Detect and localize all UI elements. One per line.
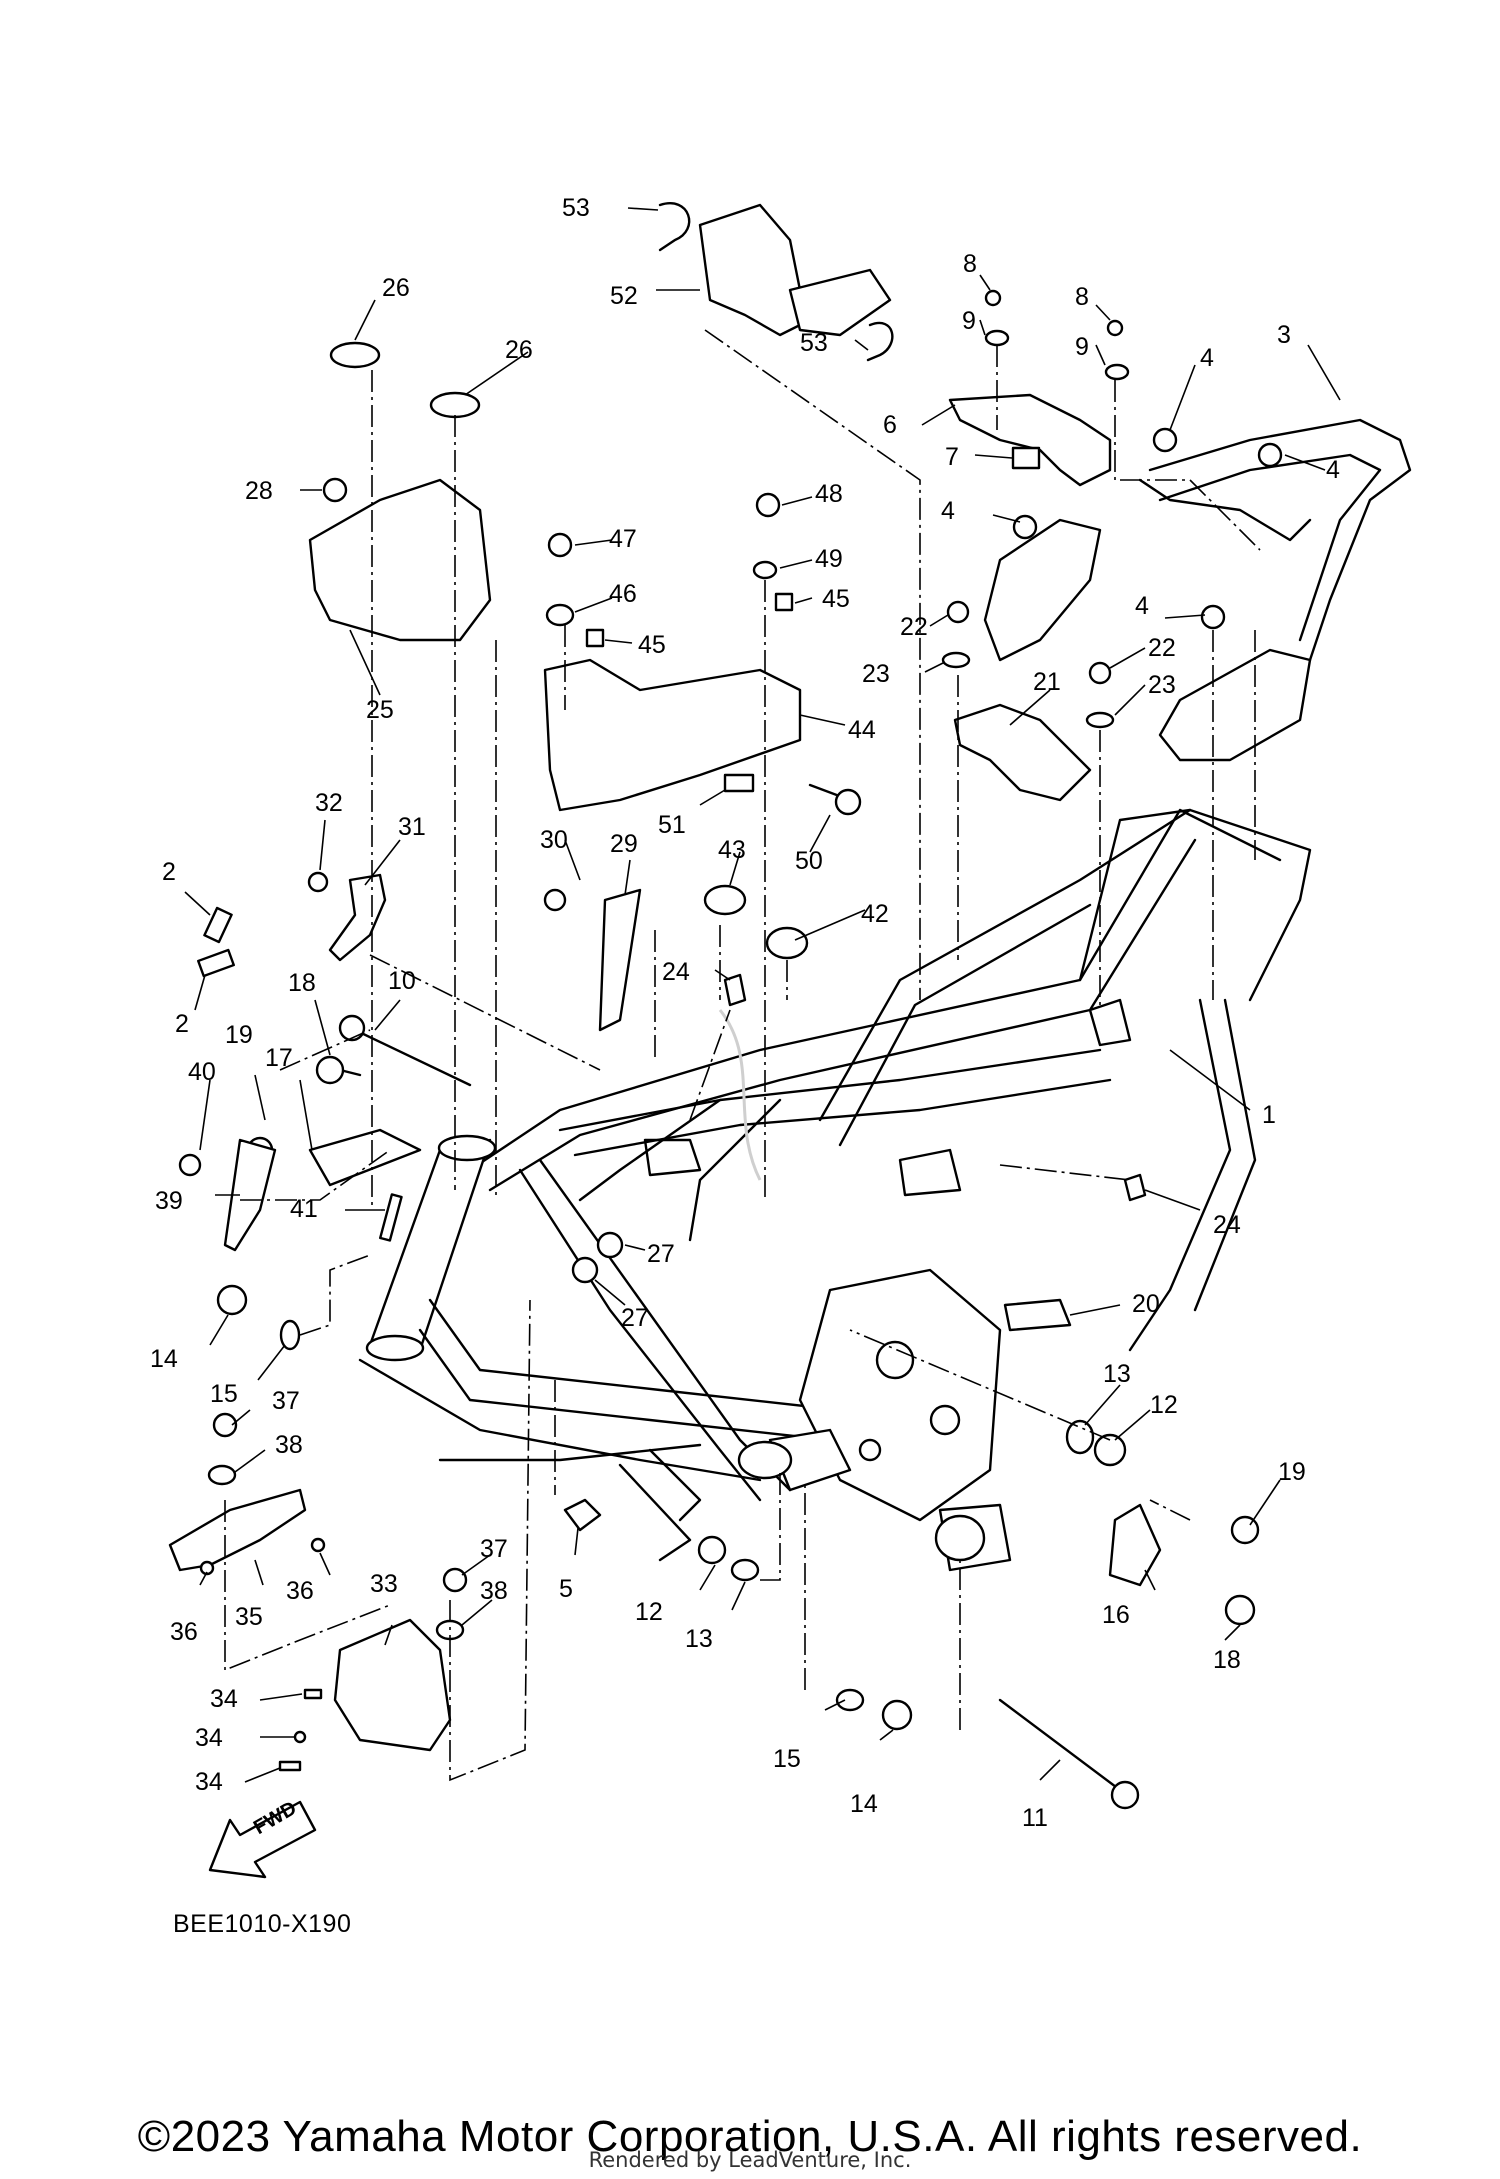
callout-29: 29 bbox=[610, 830, 638, 858]
callout-4c: 4 bbox=[941, 497, 955, 525]
cover-52-drawing bbox=[698, 203, 812, 337]
callout-25: 25 bbox=[366, 696, 394, 724]
callout-9b: 9 bbox=[1075, 333, 1089, 361]
callout-21: 21 bbox=[1033, 668, 1061, 696]
callout-26a: 26 bbox=[382, 274, 410, 302]
callout-12b: 12 bbox=[635, 1598, 663, 1626]
bracket-6-drawing bbox=[948, 393, 1112, 487]
callout-13a: 13 bbox=[1103, 1360, 1131, 1388]
callout-32: 32 bbox=[315, 789, 343, 817]
callout-47: 47 bbox=[609, 525, 637, 553]
cap-26-left-drawing bbox=[329, 341, 381, 369]
cover-52-fin-drawing bbox=[788, 268, 892, 337]
callout-19b: 19 bbox=[1278, 1458, 1306, 1486]
diagram-code: BEE1010-X190 bbox=[173, 1910, 352, 1938]
callout-9a: 9 bbox=[962, 307, 976, 335]
callout-34a: 34 bbox=[210, 1685, 238, 1713]
callout-16: 16 bbox=[1102, 1601, 1130, 1629]
fwd-arrow-icon bbox=[208, 1800, 317, 1879]
callout-50: 50 bbox=[795, 847, 823, 875]
callout-23b: 23 bbox=[1148, 671, 1176, 699]
callout-23a: 23 bbox=[862, 660, 890, 688]
callout-37b: 37 bbox=[480, 1535, 508, 1563]
callout-22a: 22 bbox=[900, 613, 928, 641]
callout-53b: 53 bbox=[800, 329, 828, 357]
callout-6: 6 bbox=[883, 411, 897, 439]
battery-box-44-drawing bbox=[543, 658, 802, 812]
callout-18b: 18 bbox=[1213, 1646, 1241, 1674]
callout-45a: 45 bbox=[638, 631, 666, 659]
copyright-notice: ©2023 Yamaha Motor Corporation, U.S.A. A… bbox=[137, 2112, 1363, 2161]
callout-49: 49 bbox=[815, 545, 843, 573]
callout-24b: 24 bbox=[1213, 1211, 1241, 1239]
callout-4d: 4 bbox=[1135, 592, 1149, 620]
callout-48: 48 bbox=[815, 480, 843, 508]
assembly-lines bbox=[224, 329, 1261, 1782]
callout-31: 31 bbox=[398, 813, 426, 841]
callout-53a: 53 bbox=[562, 194, 590, 222]
callout-28: 28 bbox=[245, 477, 273, 505]
callout-12a: 12 bbox=[1150, 1391, 1178, 1419]
callout-5: 5 bbox=[559, 1575, 573, 1603]
callout-20: 20 bbox=[1132, 1290, 1160, 1318]
callout-15b: 15 bbox=[773, 1745, 801, 1773]
callout-10: 10 bbox=[388, 967, 416, 995]
main-frame-drawing bbox=[358, 808, 1312, 1572]
callout-3: 3 bbox=[1277, 321, 1291, 349]
callout-4b: 4 bbox=[1326, 456, 1340, 484]
callout-26b: 26 bbox=[505, 336, 533, 364]
leader-lines bbox=[184, 207, 1341, 1783]
rendered-by-watermark: Rendered by LeadVenture, Inc. bbox=[588, 2148, 912, 2172]
callout-labels: 1 2 2 3 4 4 4 4 5 6 7 8 8 9 9 10 11 12 1… bbox=[150, 194, 1340, 1832]
callout-11: 11 bbox=[1022, 1804, 1048, 1832]
callout-30: 30 bbox=[540, 826, 568, 854]
callout-36b: 36 bbox=[170, 1618, 198, 1646]
cap-26-right-drawing bbox=[429, 391, 481, 419]
callout-45b: 45 bbox=[822, 585, 850, 613]
callout-14a: 14 bbox=[150, 1345, 178, 1373]
callout-8a: 8 bbox=[963, 250, 977, 278]
callout-40: 40 bbox=[188, 1058, 216, 1086]
callout-38b: 38 bbox=[480, 1577, 508, 1605]
callout-27b: 27 bbox=[621, 1304, 649, 1332]
callout-17: 17 bbox=[265, 1044, 293, 1072]
callout-33: 33 bbox=[370, 1570, 398, 1598]
callout-38a: 38 bbox=[275, 1431, 303, 1459]
callout-35: 35 bbox=[235, 1603, 263, 1631]
callout-4a: 4 bbox=[1200, 344, 1214, 372]
callout-43: 43 bbox=[718, 836, 746, 864]
callout-22b: 22 bbox=[1148, 634, 1176, 662]
callout-27a: 27 bbox=[647, 1240, 675, 1268]
small-parts-drawing bbox=[168, 202, 1283, 1810]
bracket-21-drawing bbox=[953, 703, 1092, 802]
callout-42: 42 bbox=[861, 900, 889, 928]
callout-2a: 2 bbox=[162, 858, 176, 886]
callout-46: 46 bbox=[609, 580, 637, 608]
callout-7: 7 bbox=[945, 443, 959, 471]
callout-18a: 18 bbox=[288, 969, 316, 997]
damper-7-drawing bbox=[1011, 446, 1041, 470]
bracket-25-drawing bbox=[308, 478, 492, 642]
callout-51: 51 bbox=[658, 811, 686, 839]
callout-37a: 37 bbox=[272, 1387, 300, 1415]
callout-34b: 34 bbox=[195, 1724, 223, 1752]
callout-2b: 2 bbox=[175, 1010, 189, 1038]
callout-19a: 19 bbox=[225, 1021, 253, 1049]
callout-8b: 8 bbox=[1075, 283, 1089, 311]
callout-39: 39 bbox=[155, 1187, 183, 1215]
callout-24a: 24 bbox=[662, 958, 690, 986]
callout-14b: 14 bbox=[850, 1790, 878, 1818]
callout-15a: 15 bbox=[210, 1380, 238, 1408]
callout-44: 44 bbox=[848, 716, 876, 744]
callout-36a: 36 bbox=[286, 1577, 314, 1605]
callout-13b: 13 bbox=[685, 1625, 713, 1653]
callout-41: 41 bbox=[290, 1195, 318, 1223]
grab-bar-drawing bbox=[983, 418, 1412, 762]
callout-34c: 34 bbox=[195, 1768, 223, 1796]
callout-52: 52 bbox=[610, 282, 638, 310]
callout-1: 1 bbox=[1262, 1101, 1276, 1129]
